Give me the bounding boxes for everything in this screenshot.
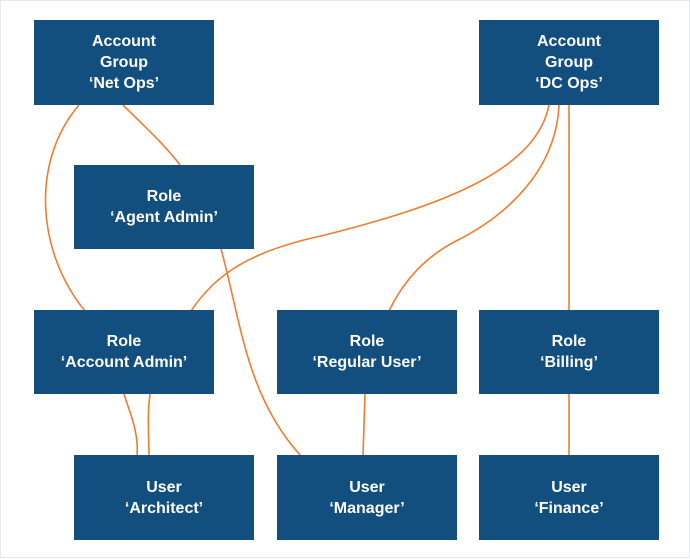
- node-label: ‘Billing’: [540, 354, 598, 371]
- node-label: ‘Agent Admin’: [110, 209, 218, 226]
- edge-account-admin-to-architect-b: [147, 393, 151, 457]
- edge-dcops-to-account-admin: [190, 104, 550, 312]
- node-line: Role: [349, 333, 385, 350]
- edge-account-admin-to-architect-a: [123, 393, 139, 457]
- role-billing: Role ‘Billing’: [479, 310, 659, 394]
- node-label: ‘Architect’: [124, 499, 204, 517]
- node-label: ‘Manager’: [329, 499, 405, 517]
- node-label: ‘Net Ops’: [88, 75, 160, 92]
- account-group-net-ops: Account Group ‘Net Ops’: [34, 20, 214, 105]
- edge-dcops-to-regular-user: [388, 104, 560, 312]
- node-line: Role: [106, 333, 142, 350]
- node-line: Role: [551, 333, 587, 350]
- node-line: User: [146, 478, 182, 496]
- user-architect: User ‘Architect’: [74, 455, 254, 540]
- user-manager: User ‘Manager’: [277, 455, 457, 540]
- edge-agent-admin-to-manager: [220, 248, 302, 457]
- node-line: Account: [92, 33, 156, 50]
- node-line: User: [349, 478, 385, 496]
- node-line: Group: [100, 54, 148, 71]
- edge-netops-to-agent-admin: [122, 104, 181, 166]
- role-regular-user: Role ‘Regular User’: [277, 310, 457, 394]
- node-line: User: [551, 478, 587, 496]
- edge-regular-user-to-manager: [362, 393, 366, 457]
- account-group-dc-ops: Account Group ‘DC Ops’: [479, 20, 659, 105]
- node-line: Group: [545, 54, 593, 71]
- edge-netops-to-account-admin: [44, 104, 86, 312]
- role-account-admin: Role ‘Account Admin’: [34, 310, 214, 394]
- node-label: ‘DC Ops’: [535, 75, 603, 92]
- node-label: ‘Regular User’: [312, 354, 422, 371]
- node-label: ‘Account Admin’: [60, 354, 188, 371]
- node-line: Role: [146, 188, 182, 205]
- user-finance: User ‘Finance’: [479, 455, 659, 540]
- node-label: ‘Finance’: [534, 499, 604, 517]
- node-line: Account: [537, 33, 601, 50]
- role-agent-admin: Role ‘Agent Admin’: [74, 165, 254, 249]
